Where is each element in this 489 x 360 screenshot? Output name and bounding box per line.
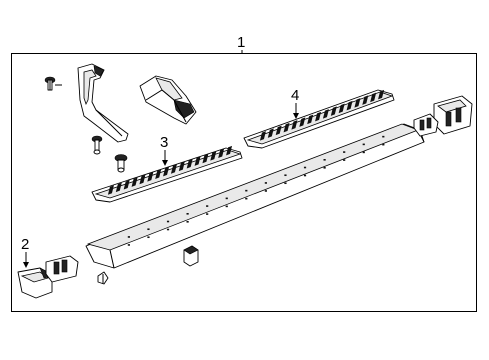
mounting-hole <box>127 244 130 246</box>
callout-3-arrow <box>162 160 168 166</box>
mounting-hole <box>186 213 189 215</box>
mounting-hole <box>284 174 287 177</box>
mounting-hole <box>206 205 209 207</box>
step-pad-rib <box>170 164 177 174</box>
step-pad-rib <box>315 111 322 122</box>
step-pad-rib <box>354 98 361 108</box>
push-pin-fastener-icon <box>44 76 62 91</box>
callout-4-arrow <box>293 113 299 119</box>
step-pad-rib <box>139 174 146 185</box>
mounting-hole <box>186 221 189 223</box>
step-pad-rib <box>275 125 282 136</box>
mounting-hole <box>127 236 130 238</box>
mounting-hole <box>343 159 346 161</box>
step-pad-rib <box>226 145 233 156</box>
diagram-frame <box>11 53 477 312</box>
mounting-hole <box>245 189 248 192</box>
mounting-hole <box>225 197 228 200</box>
mounting-hole <box>166 220 170 223</box>
mounting-hole <box>343 151 346 153</box>
step-pad-rib <box>299 117 306 127</box>
connector-clip-right <box>413 95 473 137</box>
step-pad-rib <box>218 148 225 158</box>
callout-1: 1 <box>237 34 245 51</box>
mounting-hole <box>382 135 385 138</box>
connector-clip-left <box>45 255 79 283</box>
step-pad-rib <box>330 106 337 116</box>
callout-2-arrow <box>23 262 29 268</box>
step-pad-rib <box>147 172 154 182</box>
mounting-hole <box>147 228 150 231</box>
step-pad-rib <box>370 92 377 103</box>
mounting-hole <box>362 151 365 154</box>
step-pad-rib <box>194 156 201 166</box>
bottom-fastener-icon <box>97 271 109 285</box>
step-pad-rib <box>186 158 193 169</box>
step-pad-rib <box>362 95 369 105</box>
callout-4: 4 <box>291 87 299 104</box>
step-pad-rib <box>267 128 274 138</box>
mounting-hole <box>362 143 365 146</box>
mounting-hole <box>323 159 326 161</box>
step-pad-rib <box>259 131 266 141</box>
mounting-hole <box>264 190 267 192</box>
mounting-bracket <box>77 63 129 143</box>
bolt-fastener-icon <box>91 135 103 155</box>
mounting-hole <box>303 174 307 177</box>
step-pad-rib <box>322 109 329 119</box>
mounting-hole <box>382 143 385 146</box>
step-pad-3 <box>91 145 243 203</box>
mounting-hole <box>245 197 248 200</box>
step-pad-rib <box>338 103 345 114</box>
step-pad-4 <box>243 89 395 149</box>
step-pad-rib <box>202 153 209 164</box>
step-pad-rib <box>107 185 114 195</box>
step-pad-rib <box>115 182 122 193</box>
step-pad-4-ribs <box>259 89 385 141</box>
step-pad-rib <box>163 166 170 177</box>
step-pad-rib <box>178 161 185 172</box>
bolt-fastener-2-icon <box>114 154 128 173</box>
step-pad-rib <box>210 151 217 161</box>
mounting-hole <box>206 213 209 215</box>
step-pad-rib <box>291 120 298 130</box>
mounting-hole <box>166 228 170 231</box>
step-pad-rib <box>123 179 130 190</box>
callout-2: 2 <box>21 236 29 253</box>
step-pad-rib <box>307 114 314 125</box>
step-pad-3-ribs <box>107 145 233 195</box>
running-board-mounting-holes <box>127 135 385 246</box>
step-pad-rib <box>346 100 353 111</box>
mounting-hole <box>264 182 267 184</box>
mounting-hole <box>303 166 307 169</box>
step-pad-rib <box>155 169 162 179</box>
mounting-hole <box>225 205 228 208</box>
mounting-hole <box>323 167 326 169</box>
step-pad-rib <box>131 177 138 187</box>
mounting-hole <box>284 182 287 185</box>
step-pad-rib <box>378 89 385 100</box>
step-pad-rib <box>283 122 290 133</box>
end-cap <box>139 75 197 125</box>
callout-3: 3 <box>160 134 168 151</box>
mounting-hole <box>147 236 150 239</box>
clip-icon <box>183 245 199 267</box>
